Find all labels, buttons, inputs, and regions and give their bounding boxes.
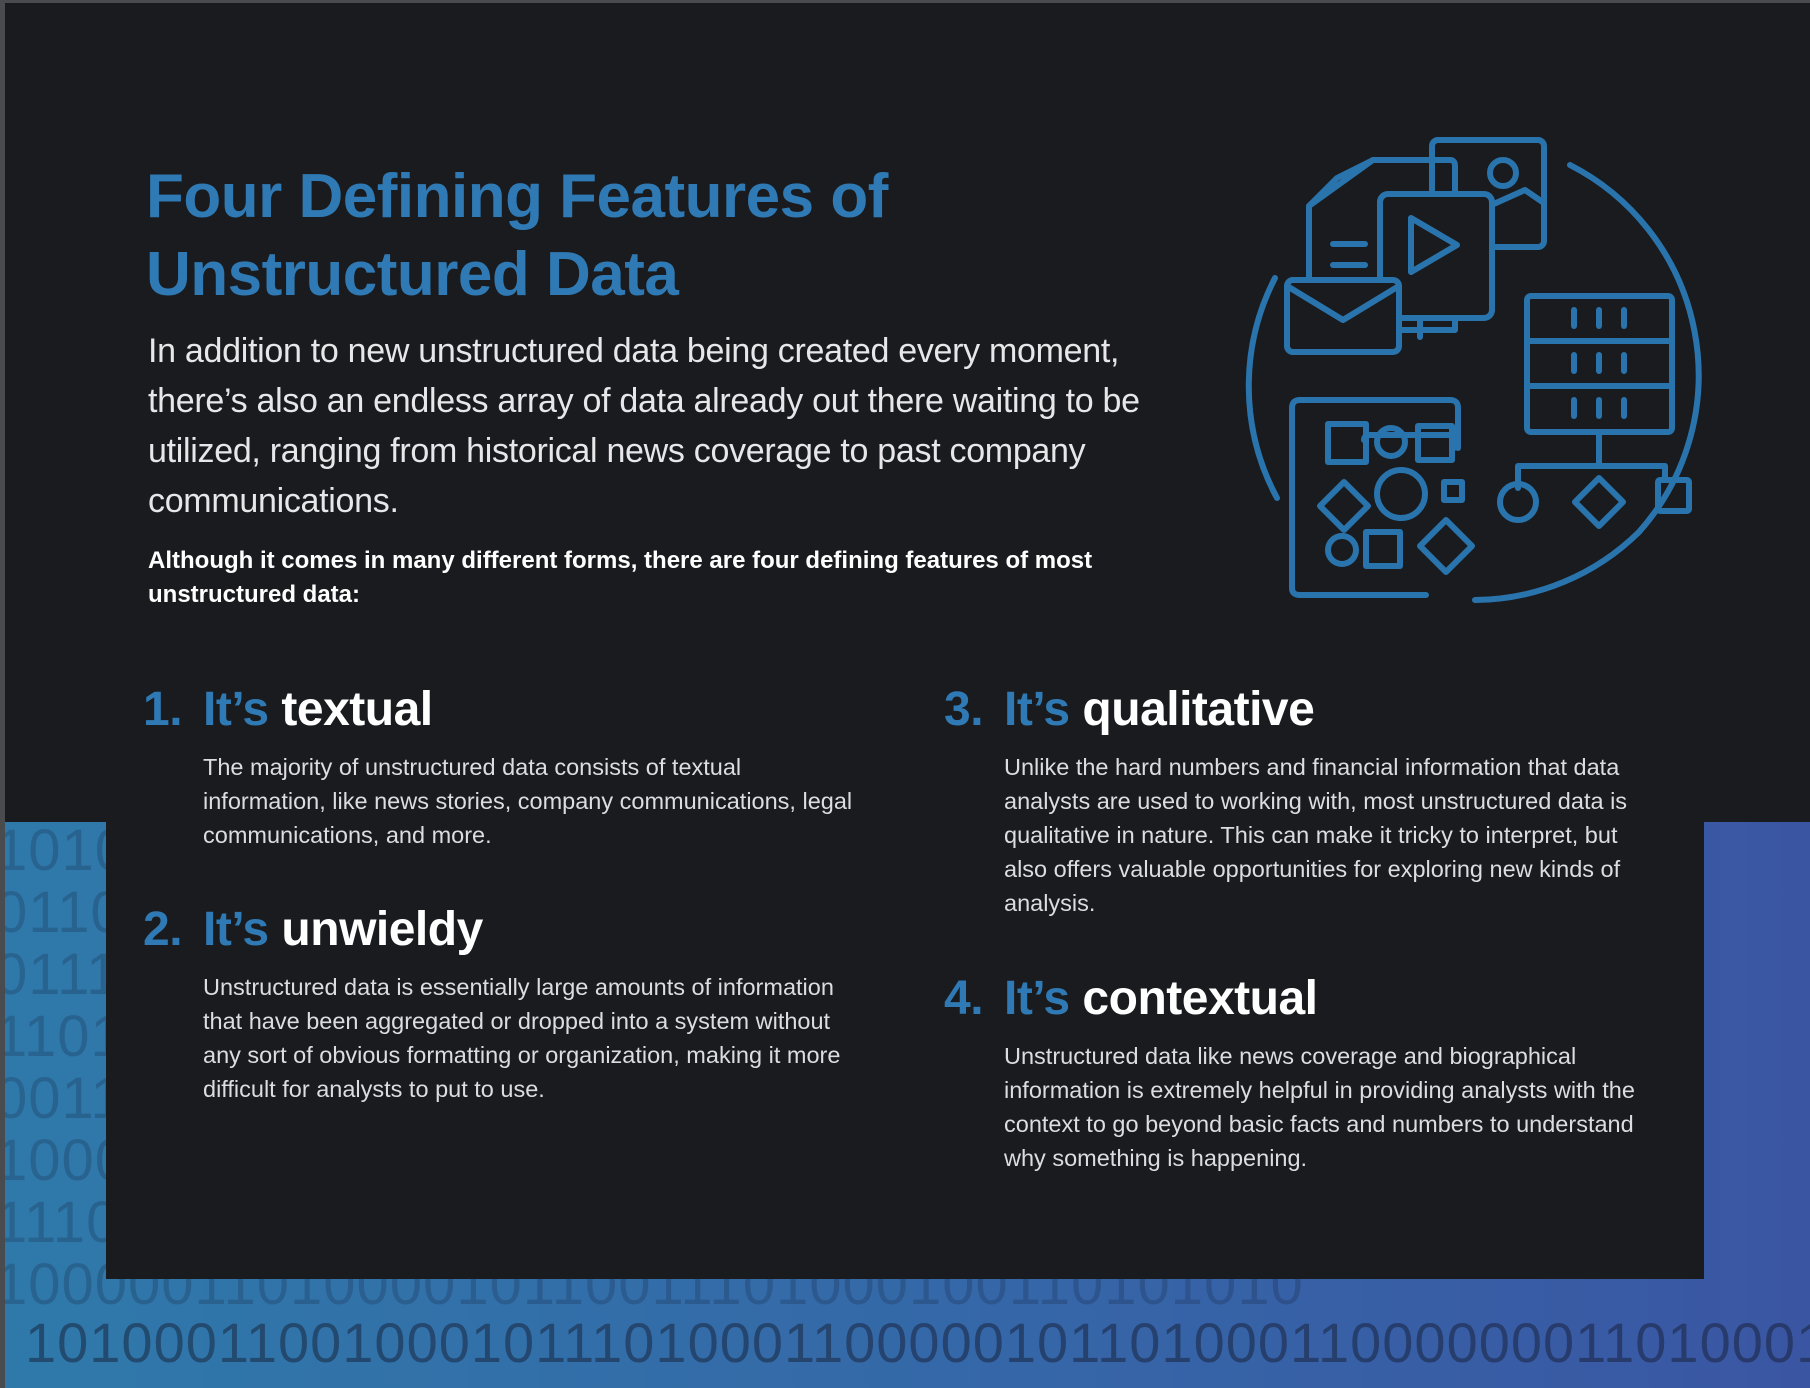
feature-its: It’s xyxy=(203,683,269,736)
feature-heading: 3. It’s qualitative xyxy=(944,680,1644,740)
frame-border-left xyxy=(0,0,5,1388)
feature-its: It’s xyxy=(1004,972,1070,1025)
shapes-board-icon xyxy=(1289,397,1475,598)
feature-number: 1. xyxy=(143,683,183,736)
feature-description: The majority of unstructured data consis… xyxy=(203,754,853,848)
feature-description: Unstructured data like news coverage and… xyxy=(1004,1043,1635,1171)
intro-paragraph: In addition to new unstructured data bei… xyxy=(148,332,1140,520)
content-card xyxy=(106,822,1704,1279)
feature-unwieldy: 2. It’s unwieldy Unstructured data is ess… xyxy=(143,900,843,1106)
page-title-line-2: Unstructured Data xyxy=(146,240,679,309)
feature-qualitative: 3. It’s qualitative Unlike the hard numbe… xyxy=(944,680,1644,920)
page-title: Four Defining Features of Unstructured D… xyxy=(146,158,888,314)
feature-number: 2. xyxy=(143,903,183,956)
feature-word: unwieldy xyxy=(281,903,483,956)
feature-contextual: 4. It’s contextual Unstructured data like… xyxy=(944,969,1644,1175)
video-icon xyxy=(1377,191,1495,340)
binary-row: 1010001100100010111010001100000101101000… xyxy=(25,1311,1810,1374)
unstructured-data-illustration-icon xyxy=(1245,137,1702,603)
circle-arc-bottom xyxy=(1472,529,1642,603)
page-title-line-1: Four Defining Features of xyxy=(146,162,888,231)
lead-paragraph: Although it comes in many different form… xyxy=(148,547,1093,608)
feature-textual: 1. It’s textual The majority of unstructu… xyxy=(143,680,852,852)
feature-heading: 2. It’s unwieldy xyxy=(143,900,843,960)
feature-number: 4. xyxy=(944,972,984,1025)
circle-arc-right xyxy=(1567,162,1702,535)
feature-word: qualitative xyxy=(1082,683,1315,736)
database-icon xyxy=(1497,293,1692,529)
feature-its: It’s xyxy=(203,903,269,956)
feature-word: contextual xyxy=(1082,972,1318,1025)
feature-heading: 4. It’s contextual xyxy=(944,969,1644,1029)
feature-number: 3. xyxy=(944,683,984,736)
frame-border-top xyxy=(0,0,1810,3)
mail-icon xyxy=(1284,277,1402,355)
feature-description: Unlike the hard numbers and financial in… xyxy=(1004,754,1628,916)
feature-word: textual xyxy=(281,683,433,736)
feature-heading: 1. It’s textual xyxy=(143,680,843,740)
feature-description: Unstructured data is essentially large a… xyxy=(203,974,841,1102)
circle-arc-left xyxy=(1245,275,1280,501)
feature-its: It’s xyxy=(1004,683,1070,736)
